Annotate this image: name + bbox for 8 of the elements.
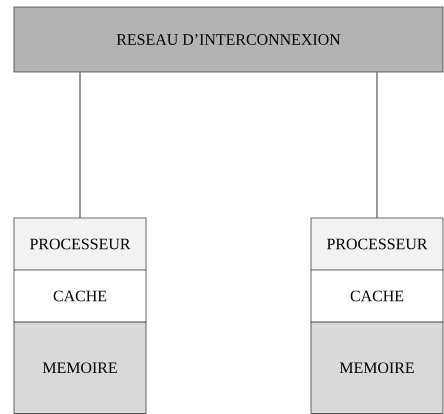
memory-box: MEMOIRE (14, 322, 146, 414)
processor-box: PROCESSEUR (14, 218, 146, 270)
network-box: RESEAU D’INTERCONNEXION (14, 6, 444, 72)
processor-box: PROCESSEUR (310, 218, 444, 270)
cache-box: CACHE (14, 270, 146, 322)
memory-box: MEMOIRE (310, 322, 444, 414)
cache-box: CACHE (310, 270, 444, 322)
connector-line (376, 72, 378, 218)
